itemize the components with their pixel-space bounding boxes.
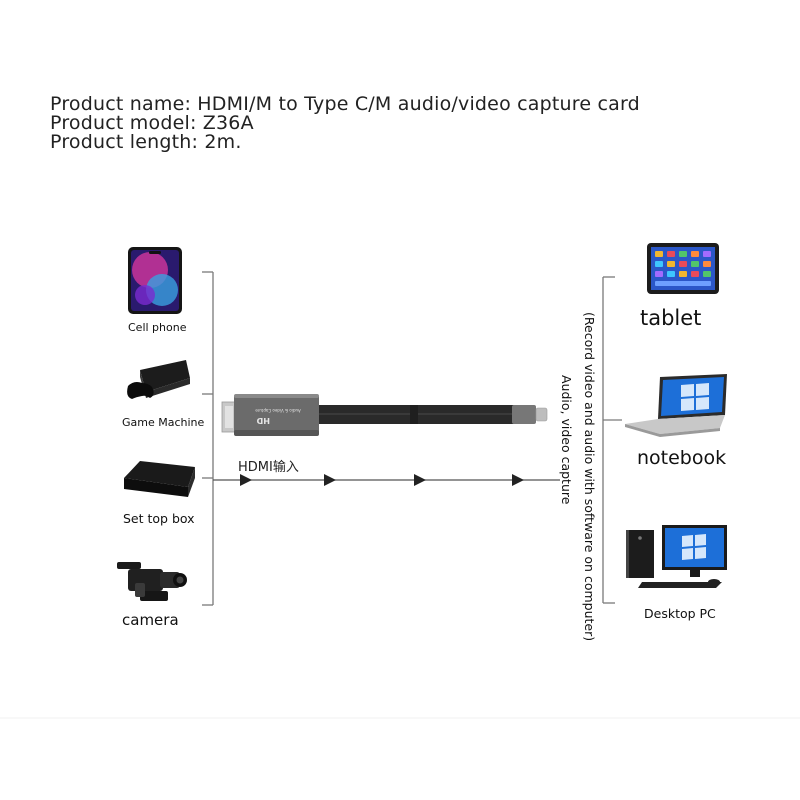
device-text: Audio & Video Capture xyxy=(255,408,301,413)
record-note: (Record video and audio with software on… xyxy=(582,312,597,642)
cell-phone-icon xyxy=(128,247,182,314)
product-info: Product name: HDMI/M to Type C/M audio/v… xyxy=(50,95,640,152)
notebook-icon xyxy=(625,374,727,437)
right-bracket xyxy=(602,276,622,604)
product-name: Product name: HDMI/M to Type C/M audio/v… xyxy=(50,93,640,115)
label-desktop-pc: Desktop PC xyxy=(644,606,716,621)
tablet-icon xyxy=(647,243,719,294)
product-model: Product model: Z36A xyxy=(50,112,254,134)
label-tablet: tablet xyxy=(640,306,702,330)
flow-arrow-3 xyxy=(414,474,426,486)
hdmi-input-label: HDMI输入 xyxy=(238,460,299,475)
desktop-pc-icon xyxy=(626,525,727,588)
label-cell-phone: Cell phone xyxy=(128,321,187,334)
label-notebook: notebook xyxy=(637,447,727,469)
flow-arrow-1 xyxy=(240,474,252,486)
capture-note: Audio, video capture xyxy=(559,375,574,505)
flow-arrow-2 xyxy=(324,474,336,486)
set-top-box-icon xyxy=(124,461,195,497)
capture-card-cable xyxy=(221,394,548,436)
flow-arrow-4 xyxy=(512,474,524,486)
left-bracket xyxy=(202,271,214,606)
label-set-top-box: Set top box xyxy=(123,511,195,526)
device-logo: HD xyxy=(256,416,270,425)
hdmi-flow-line xyxy=(213,474,560,486)
label-game-machine: Game Machine xyxy=(122,416,205,429)
camera-icon xyxy=(117,562,187,601)
label-camera: camera xyxy=(122,611,179,629)
product-length: Product length: 2m. xyxy=(50,131,242,153)
game-machine-icon xyxy=(127,360,190,399)
